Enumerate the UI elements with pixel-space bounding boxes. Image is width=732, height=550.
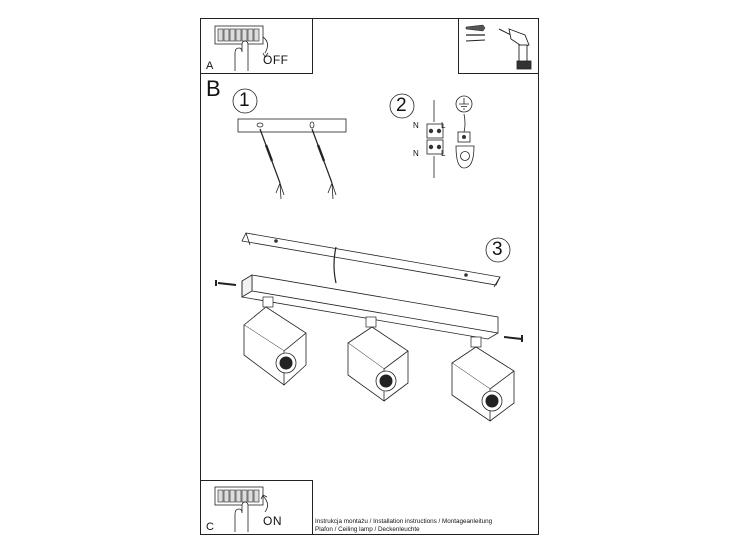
- ceiling-lamp-drawing: [215, 232, 523, 422]
- hand-switch-icon: [214, 25, 269, 71]
- mounting-bracket-wires: [237, 118, 347, 200]
- wire-n-bottom: N: [413, 149, 419, 158]
- step-c-panel: ON C: [200, 480, 313, 535]
- terminal-block-icon: [426, 100, 444, 178]
- wire-l-bottom: L: [441, 149, 446, 158]
- step-1-circle: [232, 88, 258, 114]
- section-b-label: B: [206, 76, 221, 101]
- step-2-number: 2: [396, 95, 407, 116]
- drill-icon: [498, 28, 532, 70]
- step-3-circle: [485, 237, 511, 263]
- screw-anchor-icon: [465, 24, 486, 42]
- caption-line-2: Plafon / Ceiling lamp / Deckenleuchte: [315, 526, 420, 533]
- tools-panel: [458, 18, 539, 74]
- caption-line-1: Instrukcja montażu / Installation instru…: [315, 518, 493, 525]
- switch-on-label: ON: [263, 514, 282, 528]
- step-1-number: 1: [239, 90, 250, 111]
- instruction-sheet-frame: [200, 18, 539, 535]
- wire-l-top: L: [441, 121, 446, 130]
- step-2-circle: [389, 93, 415, 119]
- section-a-label: A: [206, 60, 214, 72]
- section-c-label: C: [206, 521, 214, 533]
- step-a-panel: OFF A: [200, 18, 313, 74]
- switch-off-label: OFF: [263, 53, 289, 67]
- ground-symbol-icon: [455, 95, 475, 169]
- hand-switch-icon: [214, 486, 268, 532]
- step-3-number: 3: [492, 239, 503, 260]
- wire-n-top: N: [413, 121, 419, 130]
